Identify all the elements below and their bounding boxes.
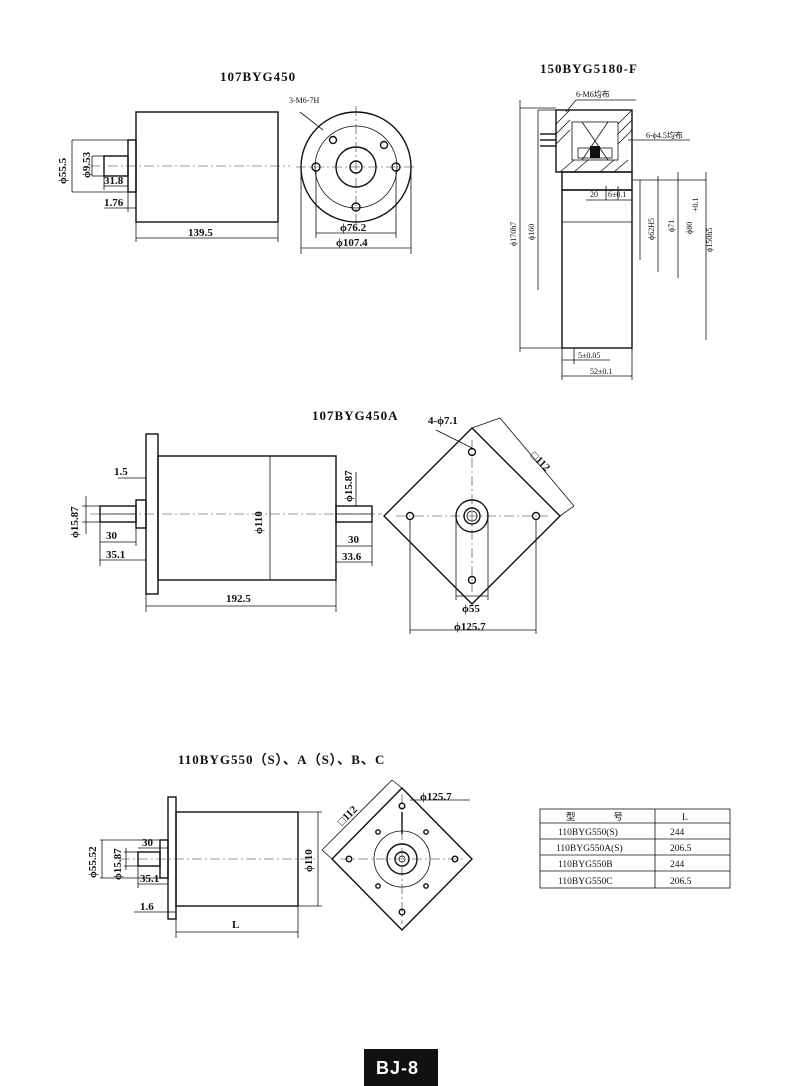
dim-shaft-length: 30 [142, 837, 154, 849]
table-cell-model: 110BYG550B [558, 860, 613, 870]
table-cell-length: 206.5 [670, 877, 692, 887]
dim-shaft-right-total: 33.6 [342, 551, 362, 563]
side-view-107byg450a: ϕ15.87 1.5 30 35.1 ϕ110 ϕ15.87 30 33.6 1… [69, 433, 382, 612]
dim-body-diameter: ϕ110 [303, 849, 315, 872]
dim-d160: ϕ160 [527, 224, 536, 240]
side-view-110byg550: ϕ55.52 ϕ15.87 30 35.1 1.6 L ϕ110 [87, 796, 322, 938]
dim-bolt-circle: ϕ76.2 [340, 222, 367, 234]
dim-body-length: L [232, 919, 239, 931]
dim-w52: 52±0.1 [590, 367, 612, 376]
table-header-length: L [682, 813, 688, 823]
drawing-110byg550: 110BYG550（S）、A（S）、B、C ϕ55.52 [87, 752, 731, 938]
dim-bolt-circle: ϕ125.7 [454, 621, 486, 633]
dim-shaft-right-diameter: ϕ15.87 [343, 470, 355, 502]
front-view-107byg450: 3-M6-7H ϕ76.2 ϕ107.4 [289, 96, 416, 254]
label-top-holes: 6-M6均布 [576, 89, 610, 99]
dim-body-diameter: ϕ110 [253, 511, 265, 534]
page-label-text: BJ-8 [376, 1058, 419, 1078]
table-cell-length: 244 [670, 860, 685, 870]
dim-shaft-length: 31.8 [104, 175, 124, 187]
drawing-title-110byg550: 110BYG550（S）、A（S）、B、C [178, 752, 385, 767]
table-cell-length: 244 [670, 828, 685, 838]
dim-body-length: 139.5 [188, 227, 213, 239]
dim-flange-diameter: ϕ55.5 [57, 157, 69, 184]
dim-pilot-depth: 1.6 [140, 901, 154, 913]
table-header-model: 型 号 [566, 812, 623, 823]
dim-d62: ϕ62H5 [647, 218, 656, 240]
dim-w20: 20 [590, 190, 598, 199]
dim-shaft-diameter: ϕ9.53 [81, 151, 93, 178]
drawing-title-107byg450: 107BYG450 [220, 69, 296, 84]
dim-d80: ϕ80 [685, 222, 694, 234]
dim-shaft-diameter: ϕ15.87 [112, 848, 124, 880]
dim-bolt-circle: ϕ125.7 [420, 791, 452, 803]
dim-pilot-depth: 1.76 [104, 197, 124, 209]
dim-shaft-total: 35.1 [140, 873, 159, 885]
dim-flange-diameter: ϕ55.52 [87, 846, 99, 878]
dim-d71: ϕ71 [667, 220, 676, 232]
drawing-150byg5180f: 150BYG5180-F [509, 61, 714, 380]
drawing-title-150byg5180f: 150BYG5180-F [540, 61, 638, 76]
dim-d150: ϕ150h5 [705, 228, 714, 252]
table-cell-model: 110BYG550A(S) [556, 843, 623, 854]
table-cell-model: 110BYG550C [558, 877, 613, 887]
model-length-table: 型 号 L 110BYG550(S) 244 110BYG550A(S) 206… [539, 808, 731, 889]
drawing-title-107byg450a: 107BYG450A [312, 408, 399, 423]
dim-pilot-diameter: ϕ55 [462, 603, 480, 615]
dim-shaft-left-total: 35.1 [106, 549, 125, 561]
dim-body-diameter: ϕ107.4 [336, 237, 368, 249]
dim-shaft-left-length: 30 [106, 530, 118, 542]
table-cell-model: 110BYG550(S) [558, 827, 618, 838]
side-view-107byg450: ϕ55.5 ϕ9.53 31.8 1.76 139.5 [57, 111, 290, 242]
dim-shaft-right-length: 30 [348, 534, 360, 546]
dim-shaft-left-diameter: ϕ15.87 [69, 506, 81, 538]
label-side-holes: 6-ϕ4.5均布 [646, 130, 683, 140]
dim-body-length: 192.5 [226, 593, 251, 605]
dim-d170: ϕ170h7 [509, 222, 518, 246]
dim-w5: 5±0.05 [578, 351, 600, 360]
dim-d80-tolerance: +0.1 [691, 197, 700, 212]
section-hatching [555, 109, 633, 173]
page-label: BJ-8 [364, 1049, 438, 1086]
front-view-110byg550: □112 ϕ125.7 [321, 779, 473, 931]
label-mount-holes: 3-M6-7H [289, 96, 319, 105]
dim-pilot-depth: 1.5 [114, 466, 128, 478]
label-mount-holes: 4-ϕ7.1 [428, 415, 458, 427]
dim-square: □112 [528, 450, 553, 475]
front-view-107byg450a: 4-ϕ7.1 □112 ϕ55 ϕ125.7 [383, 415, 575, 634]
drawing-107byg450: 107BYG450 ϕ55.5 ϕ9.53 31.8 1.76 13 [57, 69, 416, 254]
drawing-107byg450a: 107BYG450A ϕ15.8 [69, 408, 575, 634]
dim-w6: 6±0.1 [608, 190, 626, 199]
table-cell-length: 206.5 [670, 844, 692, 854]
